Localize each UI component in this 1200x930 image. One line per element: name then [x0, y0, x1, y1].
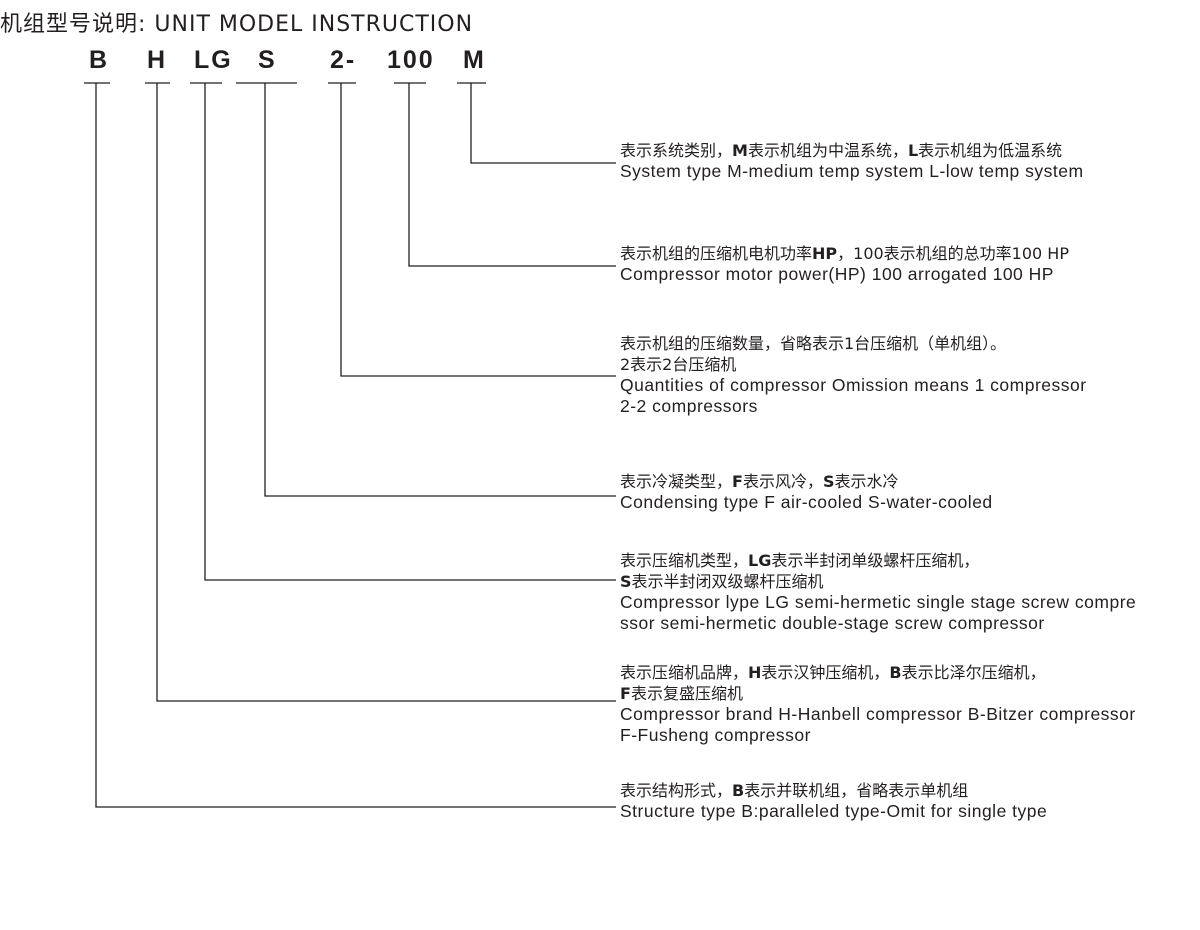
leader-b — [95, 83, 616, 808]
code-letter: B — [732, 781, 745, 800]
code-100: 100 — [387, 46, 435, 74]
code-letter: F — [620, 684, 631, 703]
desc-text: 表示复盛压缩机 — [630, 684, 743, 703]
desc-text: 表示机组为中温系统， — [747, 141, 908, 160]
desc-line: 表示冷凝类型，F表示风冷，S表示水冷 — [620, 471, 993, 492]
desc-line: Condensing type F air-cooled S-water-coo… — [620, 492, 993, 513]
desc-text: 表示系统类别， — [620, 141, 733, 160]
code-letter: S — [822, 472, 835, 491]
leader-2 — [340, 83, 616, 377]
desc-text: ssor semi-hermetic double-stage screw co… — [620, 613, 1045, 633]
desc-line: ssor semi-hermetic double-stage screw co… — [620, 613, 1136, 634]
desc-text: 表示压缩机品牌， — [620, 663, 749, 682]
desc-text: 表示并联机组，省略表示单机组 — [744, 781, 969, 800]
desc-line: Compressor brand H-Hanbell compressor B-… — [620, 704, 1136, 725]
desc-line: 表示压缩机类型，LG表示半封闭单级螺杆压缩机， — [620, 550, 1136, 571]
desc-line: Compressor lype LG semi-hermetic single … — [620, 592, 1136, 613]
code-lg: LG — [194, 46, 233, 74]
desc-text: 表示机组的压缩数量，省略表示1台压缩机（单机组）。 — [620, 334, 1007, 353]
desc-line: 表示结构形式，B表示并联机组，省略表示单机组 — [620, 780, 1047, 801]
desc-text: Quantities of compressor Omission means … — [620, 375, 1087, 395]
desc-text: 表示冷凝类型， — [620, 472, 733, 491]
desc-text: 2-2 compressors — [620, 396, 758, 416]
desc-text: Condensing type F air-cooled S-water-coo… — [620, 492, 993, 512]
desc-line: Quantities of compressor Omission means … — [620, 375, 1087, 396]
code-letter: L — [907, 141, 919, 160]
code-b: B — [89, 46, 110, 74]
desc-text: 表示机组的压缩机电机功率 — [620, 244, 813, 263]
code-letter: HP — [812, 244, 838, 263]
desc-text: 表示半封闭双级螺杆压缩机 — [631, 572, 824, 591]
code-letter: M — [732, 141, 748, 160]
code-letter: S — [620, 572, 632, 591]
code-letter: F — [732, 472, 743, 491]
desc-line: Structure type B:paralleled type-Omit fo… — [620, 801, 1047, 822]
page-title: 机组型号说明: UNIT MODEL INSTRUCTION — [0, 12, 474, 37]
code-m: M — [463, 46, 486, 74]
desc-line: F-Fusheng compressor — [620, 725, 1136, 746]
leader-lg — [204, 83, 616, 581]
desc-line: S表示半封闭双级螺杆压缩机 — [620, 571, 1136, 592]
desc-text: 表示风冷， — [742, 472, 823, 491]
desc-line: Compressor motor power(HP) 100 arrogated… — [620, 264, 1069, 285]
desc-text: 表示半封闭单级螺杆压缩机， — [771, 551, 980, 570]
desc-line: 表示系统类别，M表示机组为中温系统，L表示机组为低温系统 — [620, 140, 1084, 161]
desc-line: 表示机组的压缩数量，省略表示1台压缩机（单机组）。 — [620, 333, 1087, 354]
desc-text: System type M-medium temp system L-low t… — [620, 161, 1084, 181]
desc-line: 2-2 compressors — [620, 396, 1087, 417]
leader-s — [264, 83, 616, 497]
desc-text: Compressor brand H-Hanbell compressor B-… — [620, 704, 1136, 724]
desc-text: Compressor lype LG semi-hermetic single … — [620, 592, 1137, 612]
code-s: S — [258, 46, 277, 74]
desc-line: 表示压缩机品牌，H表示汉钟压缩机，B表示比泽尔压缩机， — [620, 662, 1136, 683]
desc-text: 表示水冷 — [834, 472, 899, 491]
desc-text: 表示结构形式， — [620, 781, 733, 800]
desc-text: Compressor motor power(HP) 100 arrogated… — [620, 264, 1054, 284]
leader-h — [156, 83, 616, 702]
desc-text: 表示压缩机类型， — [620, 551, 749, 570]
desc-text: 表示汉钟压缩机， — [761, 663, 890, 682]
desc-line: F表示复盛压缩机 — [620, 683, 1136, 704]
desc-text: 表示机组为低温系统 — [918, 141, 1063, 160]
code-letter: LG — [748, 551, 772, 570]
desc-line: System type M-medium temp system L-low t… — [620, 161, 1084, 182]
desc-text: ，100表示机组的总功率100 HP — [837, 244, 1069, 263]
code-letter: B — [889, 663, 902, 682]
desc-text: Structure type B:paralleled type-Omit fo… — [620, 801, 1048, 821]
code-2: 2- — [330, 46, 357, 74]
desc-text: 2表示2台压缩机 — [620, 355, 737, 374]
leader-100 — [408, 83, 616, 267]
leader-m — [470, 83, 616, 164]
code-h: H — [147, 46, 168, 74]
desc-text: F-Fusheng compressor — [620, 725, 811, 745]
code-letter: H — [748, 663, 762, 682]
desc-text: 表示比泽尔压缩机， — [901, 663, 1046, 682]
desc-line: 表示机组的压缩机电机功率HP，100表示机组的总功率100 HP — [620, 243, 1069, 264]
desc-line: 2表示2台压缩机 — [620, 354, 1087, 375]
